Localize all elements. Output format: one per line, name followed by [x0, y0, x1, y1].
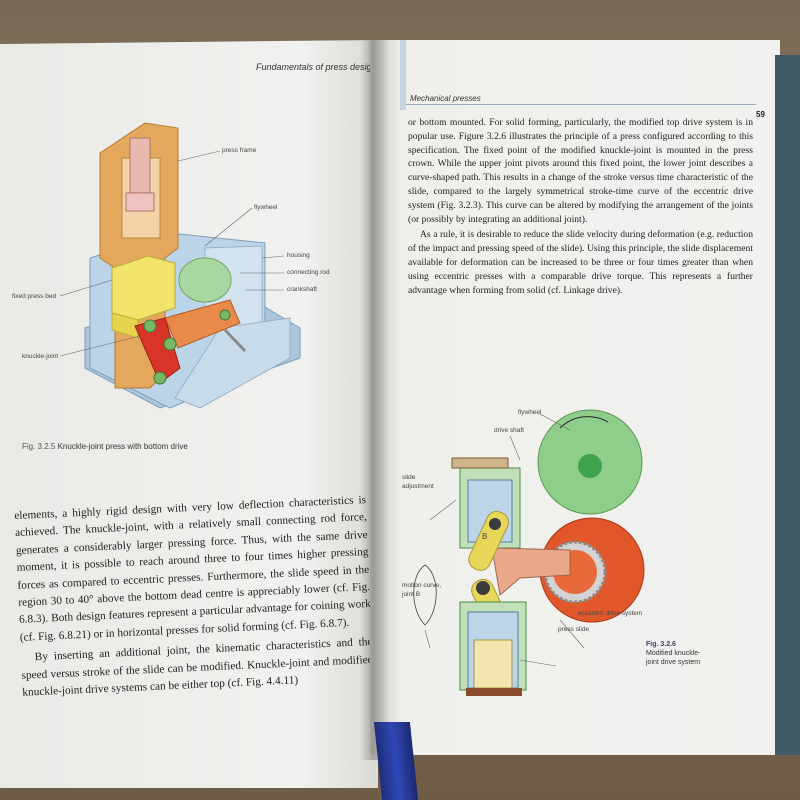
press-bolster	[466, 688, 522, 696]
flywheel-hub	[578, 454, 602, 478]
connecting-link	[491, 547, 571, 596]
joint-pin	[143, 319, 157, 333]
left-paragraph-1: elements, a highly rigid design with ver…	[14, 494, 372, 644]
label-flywheel: flywheel	[254, 204, 278, 211]
right-paragraph-2: As a rule, it is desirable to reduce the…	[408, 229, 753, 296]
page-number: 59	[756, 110, 765, 119]
press-die	[125, 192, 155, 212]
slide-adjustment	[451, 457, 509, 469]
flywheel	[178, 257, 232, 303]
header-rule	[406, 104, 756, 105]
modified-knuckle-joint-illustration	[413, 409, 645, 696]
label-motion-curve-1: motion curve,	[402, 582, 442, 589]
upper-pin	[489, 518, 501, 530]
crank-shaft-rod	[223, 328, 247, 353]
label-crankshaft: crankshaft	[287, 286, 317, 293]
label-knuckle-joint: knuckle-joint	[22, 353, 59, 360]
figure-leader-lines	[59, 150, 285, 357]
label-drive-shaft: drive shaft	[494, 427, 524, 434]
right-running-header: Mechanical presses	[410, 94, 481, 103]
label-connecting-rod: connecting rod	[287, 269, 330, 276]
fig-3-2-6-caption: Fig. 3.2.6 Modified knuckle- joint drive…	[646, 640, 700, 667]
fig-3-2-6-number: Fig. 3.2.6	[646, 641, 676, 648]
book-gutter-shadow	[360, 40, 390, 760]
book-cover-edge	[775, 55, 800, 755]
label-eccentric-drive-system: eccentric drive system	[578, 610, 643, 617]
fig-3-2-6-line-2: joint drive system	[646, 659, 701, 666]
label-joint-b: B	[482, 532, 488, 541]
label-press-frame: press frame	[222, 147, 257, 154]
label-motion-curve-2: joint B	[402, 591, 421, 598]
label-flywheel-r: flywheel	[518, 409, 542, 416]
left-page: Fundamentals of press design	[0, 40, 378, 788]
left-running-header: Fundamentals of press design	[256, 62, 377, 72]
header-accent-bar	[400, 40, 406, 110]
fig-3-2-5-caption: Fig. 3.2.5 Knuckle-joint press with bott…	[22, 442, 188, 451]
joint-b	[476, 581, 490, 595]
fixed-press-bed	[111, 255, 176, 321]
left-body-text: elements, a highly rigid design with ver…	[14, 492, 375, 705]
right-body-text: or bottom mounted. For solid forming, pa…	[408, 116, 753, 299]
right-page: Mechanical presses 59 or bottom mounted.…	[370, 40, 780, 755]
press-slide	[473, 639, 513, 689]
right-paragraph-1: or bottom mounted. For solid forming, pa…	[408, 117, 753, 225]
joint-pin	[163, 337, 177, 351]
label-slide-adjustment-2: adjustment	[402, 483, 434, 490]
knuckle-joint-press-illustration	[59, 122, 301, 409]
fig-3-2-5-text: Knuckle-joint press with bottom drive	[57, 442, 188, 451]
knuckle-joint-link	[134, 317, 181, 384]
joint-pin	[219, 309, 231, 321]
press-ram	[129, 137, 151, 194]
label-fixed-press-bed: fixed press bed	[12, 293, 57, 300]
label-press-slide: press slide	[558, 626, 590, 633]
motion-curve	[413, 564, 437, 626]
label-slide-adjustment-1: slide	[402, 474, 416, 481]
flywheel-rotation-arrow	[559, 416, 609, 429]
housing-ramp	[174, 317, 291, 409]
joint-pin	[153, 371, 167, 385]
label-housing: housing	[287, 252, 310, 259]
figure-leader-lines-right	[424, 413, 585, 667]
bed-block	[111, 312, 139, 339]
fig-3-2-6-line-1: Modified knuckle-	[646, 650, 701, 657]
fig-3-2-5-number: Fig. 3.2.5	[22, 442, 56, 451]
